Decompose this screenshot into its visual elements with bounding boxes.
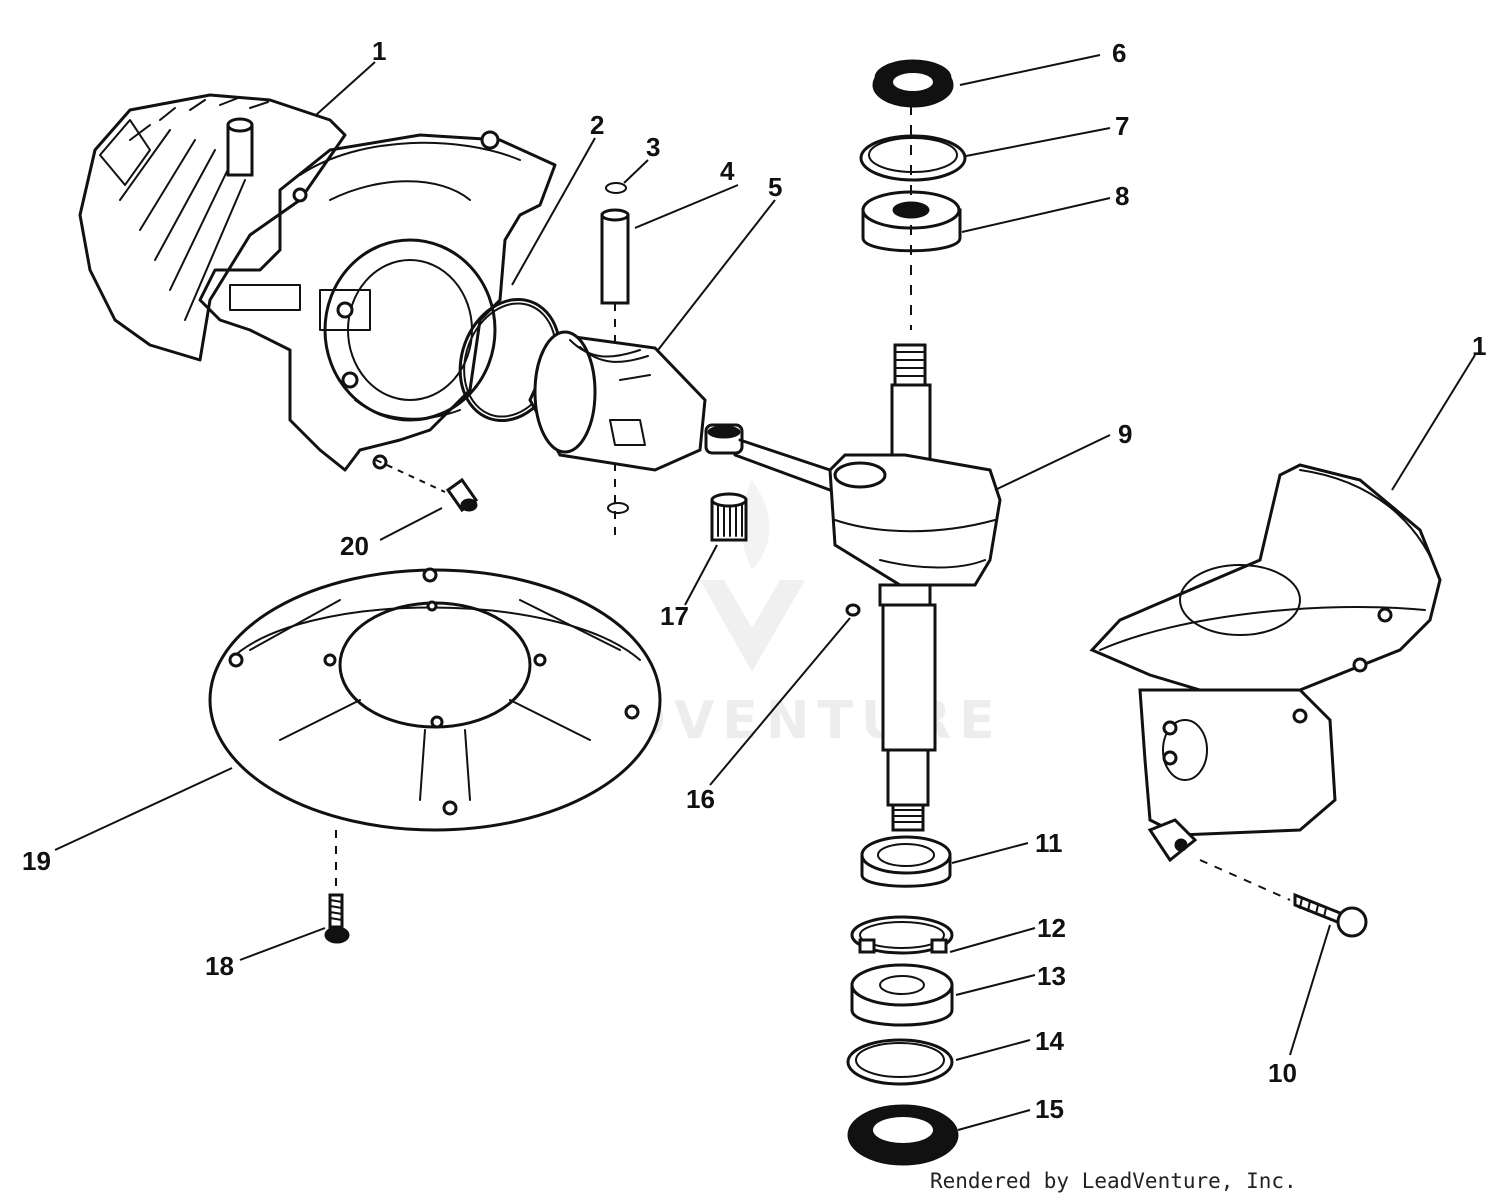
callout-5: 5 — [768, 172, 782, 202]
woodruff-key — [845, 603, 861, 617]
bottom-bearing-housing — [860, 835, 952, 888]
crankcase-half-right — [1089, 463, 1442, 901]
callout-13: 13 — [1037, 961, 1066, 991]
callout-19: 19 — [22, 846, 51, 876]
connecting-rod — [704, 423, 832, 492]
callout-16: 16 — [686, 784, 715, 814]
callouts: 1 2 3 4 5 6 7 8 9 1 20 17 16 19 18 11 12… — [22, 36, 1486, 1124]
bottom-oil-seal — [847, 1104, 959, 1166]
callout-11: 11 — [1035, 828, 1063, 858]
bottom-ball-bearing — [850, 963, 954, 1027]
piston — [528, 330, 707, 472]
callout-3: 3 — [646, 132, 660, 162]
top-oil-seal — [872, 59, 954, 108]
callout-12: 12 — [1037, 913, 1066, 943]
credit-text: Rendered by LeadVenture, Inc. — [930, 1169, 1297, 1193]
piston-pin-clip — [605, 182, 629, 514]
callout-18: 18 — [205, 951, 234, 981]
callout-1-right: 1 — [1472, 331, 1486, 361]
top-retaining-ring — [859, 134, 967, 182]
callout-9: 9 — [1118, 419, 1132, 449]
crankshaft — [828, 343, 1002, 832]
callout-7: 7 — [1115, 111, 1129, 141]
callout-17: 17 — [660, 601, 689, 631]
callout-20: 20 — [340, 531, 369, 561]
cylinder-block — [78, 93, 557, 472]
callout-8: 8 — [1115, 181, 1129, 211]
callout-1: 1 — [372, 36, 386, 66]
bottom-retaining-ring — [846, 1038, 954, 1086]
bottom-snap-ring — [850, 915, 954, 955]
piston-pin — [600, 208, 630, 540]
gasket-plate — [208, 567, 662, 895]
callout-15: 15 — [1035, 1094, 1064, 1124]
callout-2: 2 — [590, 110, 604, 140]
part-20-bushing — [375, 459, 479, 513]
hex-bolt — [1293, 892, 1368, 938]
gasket-screw — [324, 893, 350, 944]
callout-4: 4 — [720, 156, 735, 186]
callout-14: 14 — [1035, 1026, 1064, 1056]
top-ball-bearing — [861, 105, 962, 330]
callout-6: 6 — [1112, 38, 1126, 68]
callout-10: 10 — [1268, 1058, 1297, 1088]
needle-bearing — [710, 492, 748, 542]
leader-lines — [54, 54, 1476, 1131]
